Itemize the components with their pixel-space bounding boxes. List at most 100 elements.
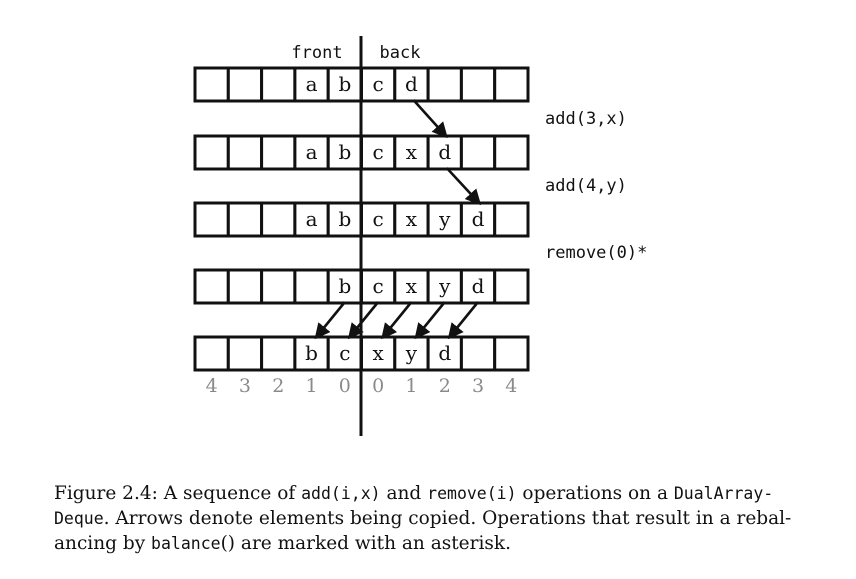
caption-code: remove(i) bbox=[427, 484, 517, 503]
figure-caption: Figure 2.4: A sequence of add(i,x) and r… bbox=[54, 481, 794, 556]
cell-value: x bbox=[406, 207, 418, 231]
cell-value: d bbox=[438, 140, 451, 164]
array-cell bbox=[393, 201, 430, 238]
cell-value: b bbox=[338, 274, 351, 298]
index-label: 1 bbox=[306, 375, 318, 397]
cell-value: x bbox=[406, 274, 418, 298]
front-label: front bbox=[291, 43, 342, 63]
array-cell bbox=[226, 134, 264, 171]
cell-value: b bbox=[305, 341, 318, 365]
array-cell bbox=[459, 335, 497, 372]
copy-arrow bbox=[414, 301, 446, 340]
array-cell bbox=[193, 335, 230, 372]
index-label: 3 bbox=[239, 375, 251, 397]
caption-figure-number: Figure 2.4: bbox=[54, 483, 158, 504]
index-label: 0 bbox=[339, 375, 351, 397]
cell-value: b bbox=[338, 207, 351, 231]
array-cell bbox=[493, 335, 530, 372]
array-cell bbox=[393, 66, 430, 103]
index-label: 1 bbox=[405, 375, 417, 397]
cell-value: c bbox=[339, 341, 350, 365]
copy-arrow bbox=[347, 301, 380, 340]
cell-value: d bbox=[405, 72, 418, 96]
caption-text: ancing by bbox=[54, 533, 152, 554]
array-cell bbox=[260, 134, 297, 171]
cell-value: x bbox=[406, 140, 418, 164]
cell-value: y bbox=[405, 341, 418, 365]
index-label: 3 bbox=[472, 375, 484, 397]
cell-value: c bbox=[373, 207, 384, 231]
array-cell bbox=[493, 201, 530, 238]
array-cell bbox=[293, 268, 330, 305]
cell-value: y bbox=[438, 207, 451, 231]
array-cell bbox=[459, 134, 497, 171]
cell-value: d bbox=[472, 274, 485, 298]
array-cell bbox=[193, 268, 230, 305]
cell-value: a bbox=[306, 140, 318, 164]
index-label: 0 bbox=[372, 375, 384, 397]
cell-value: a bbox=[306, 207, 318, 231]
array-cell bbox=[226, 268, 264, 305]
index-label: 2 bbox=[439, 375, 451, 397]
array-cell bbox=[426, 66, 463, 103]
caption-text: . Arrows denote elements being copied. O… bbox=[103, 508, 792, 529]
cell-value: b bbox=[338, 72, 351, 96]
cell-value: y bbox=[438, 274, 451, 298]
array-cell bbox=[260, 335, 297, 372]
copy-arrow bbox=[447, 301, 480, 340]
array-cell bbox=[260, 201, 297, 238]
array-cell bbox=[459, 201, 497, 238]
copy-arrow bbox=[445, 167, 482, 206]
array-cell bbox=[326, 335, 364, 372]
array-cell bbox=[360, 201, 397, 238]
index-label: 2 bbox=[272, 375, 284, 397]
cell-value: c bbox=[373, 140, 384, 164]
caption-text: A sequence of bbox=[157, 483, 302, 504]
caption-code: balance bbox=[151, 534, 221, 553]
caption-code: DualArray- bbox=[673, 484, 774, 503]
array-cell bbox=[193, 66, 230, 103]
operation-labels: add(3,x)add(4,y)remove(0)* bbox=[545, 109, 647, 263]
index-label: 4 bbox=[505, 375, 517, 397]
copy-arrow bbox=[314, 301, 346, 340]
array-cell bbox=[426, 268, 463, 305]
array-cell bbox=[226, 201, 264, 238]
array-cell bbox=[426, 201, 463, 238]
array-cell bbox=[193, 201, 230, 238]
array-cell bbox=[326, 66, 364, 103]
cell-value: b bbox=[338, 140, 351, 164]
caption-text: operations on a bbox=[516, 483, 674, 504]
cell-value: d bbox=[438, 341, 451, 365]
cell-value: a bbox=[306, 72, 318, 96]
array-cell bbox=[459, 66, 497, 103]
array-cell bbox=[193, 134, 230, 171]
array-cell bbox=[493, 134, 530, 171]
cell-value: c bbox=[373, 72, 384, 96]
caption-text: and bbox=[380, 483, 428, 504]
copy-arrow bbox=[412, 99, 448, 139]
array-cell bbox=[226, 66, 264, 103]
array-cell bbox=[493, 268, 530, 305]
index-label: 4 bbox=[206, 375, 218, 397]
array-cell bbox=[260, 66, 297, 103]
array-cell bbox=[293, 201, 330, 238]
array-cell bbox=[226, 335, 264, 372]
operation-label: add(3,x) bbox=[545, 109, 627, 129]
operation-label: add(4,y) bbox=[545, 176, 627, 196]
caption-code: Deque bbox=[54, 509, 104, 528]
cell-value: c bbox=[373, 274, 384, 298]
array-cell bbox=[293, 134, 330, 171]
copy-arrow bbox=[381, 301, 413, 340]
copy-arrows bbox=[314, 99, 482, 340]
array-cell bbox=[493, 66, 530, 103]
cell-value: d bbox=[472, 207, 485, 231]
cell-value: x bbox=[373, 341, 385, 365]
caption-code: add(i,x) bbox=[301, 484, 381, 503]
array-cell bbox=[260, 268, 297, 305]
